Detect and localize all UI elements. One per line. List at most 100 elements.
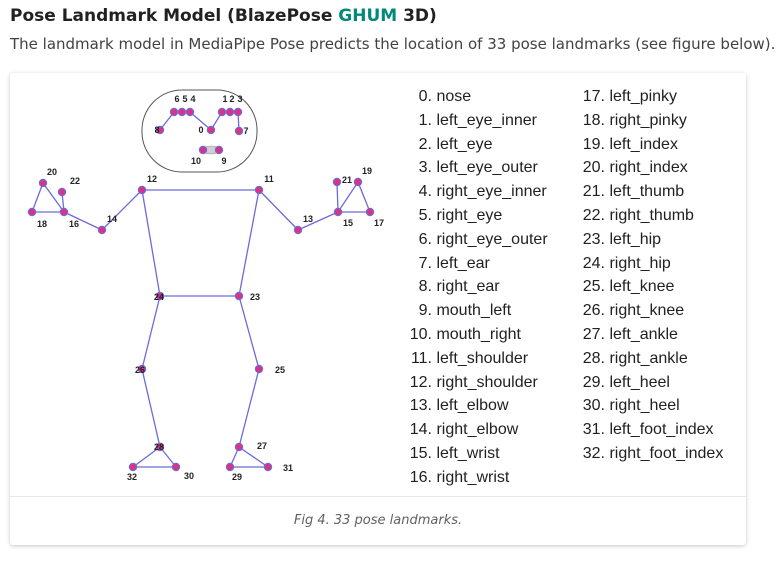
skeleton-bone [238, 446, 269, 468]
landmark-point [217, 107, 227, 117]
landmark-index: 10. [409, 325, 432, 343]
landmark-label: 26 [135, 365, 145, 375]
landmark-label: 17 [374, 218, 384, 228]
landmark-point [155, 125, 165, 135]
landmark-label: 7 [243, 126, 248, 136]
landmark-point [254, 364, 264, 374]
landmark-label: 19 [362, 166, 372, 176]
landmark-name: right_eye_inner [436, 183, 547, 201]
skeleton-bone [141, 368, 161, 448]
landmark-name: right_thumb [609, 206, 694, 224]
section-heading: Pose Landmark Model (BlazePose GHUM 3D) [10, 6, 437, 26]
landmark-index: 22. [582, 206, 605, 224]
ghum-link[interactable]: GHUM [338, 6, 398, 26]
landmark-point [59, 207, 69, 217]
landmark-name: right_elbow [436, 421, 519, 439]
landmark-list-item: 21. left_thumb [575, 180, 723, 204]
landmark-list-item: 28. right_ankle [575, 347, 723, 371]
landmark-index: 2. [418, 135, 432, 153]
landmark-list-item: 4. right_eye_inner [403, 180, 548, 204]
landmark-label: 18 [37, 219, 47, 229]
landmark-point [177, 107, 187, 117]
landmark-name: right_knee [609, 302, 685, 320]
landmark-name: left_pinky [609, 88, 678, 105]
landmark-list-item: 25. left_knee [575, 275, 723, 299]
skeleton-bone [238, 189, 260, 297]
landmark-point [225, 462, 235, 472]
heading-prefix: Pose Landmark Model (BlazePose [10, 6, 339, 26]
landmark-name: left_knee [609, 278, 675, 296]
landmark-label: 20 [47, 167, 57, 177]
skeleton-bone [42, 182, 65, 213]
landmark-index: 3. [418, 159, 432, 177]
landmark-list-item: 6. right_eye_outer [403, 228, 548, 252]
landmark-point [365, 207, 375, 217]
landmark-index: 9. [418, 302, 432, 320]
landmark-index: 4. [418, 183, 432, 201]
landmark-list-item: 20. right_index [575, 156, 723, 180]
landmark-point [263, 462, 273, 472]
skeleton-bone [141, 189, 161, 297]
landmark-label: 30 [184, 471, 194, 481]
landmark-list-item: 30. right_heel [575, 394, 723, 418]
figure-caption: Fig 4. 33 pose landmarks. [293, 513, 463, 528]
landmark-label: 0 [198, 125, 203, 135]
landmark-point [137, 185, 147, 195]
landmark-point [332, 177, 342, 187]
intro-paragraph: The landmark model in MediaPipe Pose pre… [10, 35, 776, 53]
landmark-label: 22 [70, 176, 80, 186]
landmark-label: 9 [221, 156, 226, 166]
landmark-label: 25 [275, 365, 285, 375]
landmark-name: right_pinky [609, 111, 687, 129]
landmark-label: 10 [191, 156, 201, 166]
landmark-list-item: 26. right_knee [575, 299, 723, 323]
landmark-name: left_shoulder [436, 349, 529, 367]
landmark-index: 32. [582, 444, 605, 462]
landmark-list-item: 1. left_eye_inner [403, 109, 548, 133]
landmark-index: 15. [409, 444, 432, 462]
landmark-list-item: 19. left_index [575, 133, 723, 157]
landmark-index: 28. [582, 349, 605, 367]
skeleton-bone [159, 446, 177, 468]
landmark-list-item: 29. left_heel [575, 371, 723, 395]
landmark-label: 4 [190, 94, 195, 104]
landmark-name: left_heel [609, 373, 670, 391]
skeleton-bone [336, 181, 339, 213]
landmark-point [128, 462, 138, 472]
landmark-list-item: 8. right_ear [403, 275, 548, 299]
landmark-label: 12 [147, 174, 157, 184]
landmark-name: right_ear [436, 278, 500, 296]
landmark-point [38, 178, 48, 188]
landmark-label: 29 [232, 472, 242, 482]
landmark-index: 13. [409, 397, 432, 415]
skeleton-bone [141, 295, 161, 370]
skeleton-bone [357, 181, 371, 213]
skeleton-bone [31, 182, 44, 213]
caption-divider [10, 496, 746, 497]
skeleton-bone [132, 446, 161, 468]
landmark-list-item: 17. left_pinky [575, 85, 723, 109]
landmark-name: right_heel [609, 397, 680, 415]
landmark-point [206, 125, 216, 135]
landmark-list-item: 10. mouth_right [403, 323, 548, 347]
landmark-index: 6. [418, 230, 432, 248]
landmark-name: left_index [609, 135, 678, 153]
landmark-label: 28 [154, 442, 164, 452]
landmark-label: 14 [107, 214, 117, 224]
landmark-name: left_eye_outer [436, 159, 538, 177]
head-outline [141, 89, 258, 173]
landmark-index: 27. [582, 325, 605, 343]
landmark-list-item: 7. left_ear [403, 252, 548, 276]
landmark-name: right_shoulder [436, 373, 538, 391]
landmark-name: left_foot_index [609, 421, 714, 439]
landmark-list-item: 31. left_foot_index [575, 418, 723, 442]
landmark-point [293, 225, 303, 235]
landmark-index: 26. [582, 302, 605, 320]
landmark-label: 24 [154, 292, 164, 302]
landmark-point [214, 145, 224, 155]
skeleton-bone [63, 211, 103, 231]
landmark-index: 0. [418, 88, 432, 105]
landmark-label: 5 [182, 94, 187, 104]
